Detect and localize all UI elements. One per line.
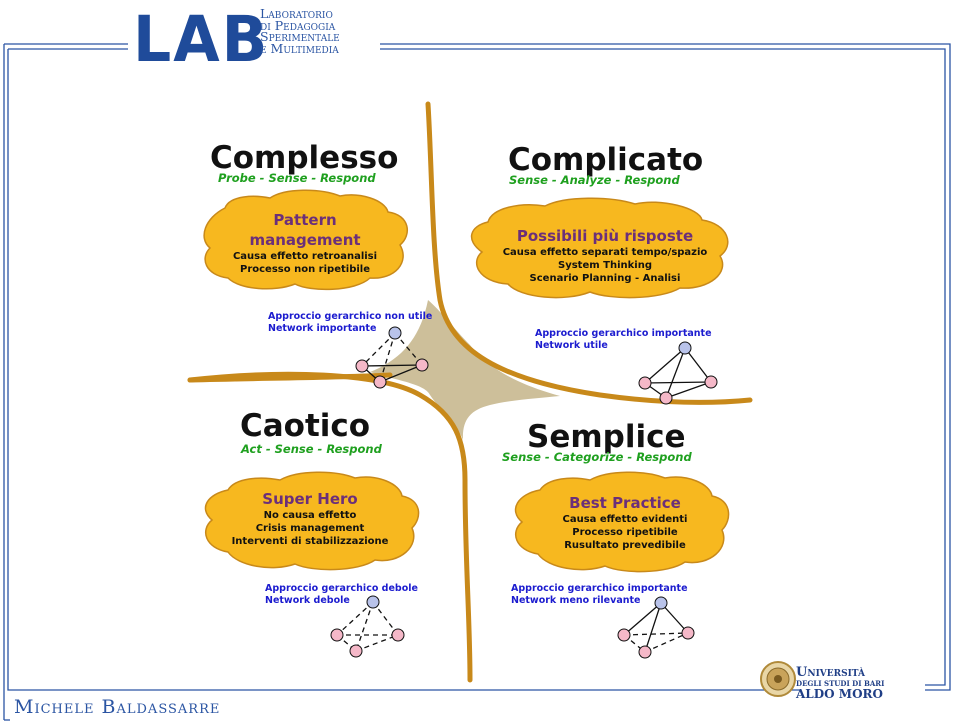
cloud-line: Rusultato prevedibile [564,540,686,551]
cloud-text-semplice: Best Practice Causa effetto evidenti Pro… [525,493,725,552]
network-semplice [617,596,695,659]
cloud-title: Best Practice [569,494,681,512]
approach-caotico: Act - Sense - Respond [241,442,382,456]
lab-subtitle-line: Laboratorio [260,6,333,21]
approach-complesso: Probe - Sense - Respond [218,171,376,185]
network-complicato [638,341,718,405]
network-label-caotico: Approccio gerarchico debole Network debo… [265,583,418,607]
approach-complicato: Sense - Analyze - Respond [509,173,680,187]
network-label-line: Approccio gerarchico importante [511,583,688,594]
cloud-line: Processo ripetibile [572,527,678,538]
network-label-line: Network utile [535,340,608,351]
cloud-line: Crisis management [255,523,365,534]
author-name: Michele Baldassarre [14,696,221,718]
network-label-complicato: Approccio gerarchico importante Network … [535,328,712,352]
network-label-line: Network meno rilevante [511,595,641,606]
cloud-line: Causa effetto retroanalisi [232,251,378,262]
cloud-title: management [249,231,361,249]
network-complesso [355,326,429,389]
cloud-line: Scenario Planning - Analisi [529,273,681,284]
curve-bottom [187,371,473,683]
cloud-line: Causa effetto separati tempo/spazio [502,247,708,258]
cloud-line: No causa effetto [263,510,357,521]
lab-subtitle-line: di Pedagogia [260,17,336,33]
network-label-complesso: Approccio gerarchico non utile Network i… [268,311,432,335]
cloud-complicato [470,197,729,299]
curve-left [187,372,393,383]
title-complicato: Complicato [508,142,704,178]
university-seal-icon [760,661,796,697]
cloud-title: Possibili più risposte [516,227,694,245]
lab-subtitle: Laboratorio di Pedagogia Sperimentale e … [260,8,340,54]
lab-subtitle-line: Sperimentale [260,29,340,44]
lab-subtitle-line: e Multimedia [260,40,339,56]
cloud-semplice [514,471,730,573]
cloud-title: Super Hero [262,490,358,508]
approach-semplice: Sense - Categorize - Respond [502,450,692,464]
cloud-caotico [204,471,420,571]
network-label-line: Network debole [265,595,350,606]
cloud-line: Interventi di stabilizzazione [231,536,389,547]
cloud-text-caotico: Super Hero No causa effetto Crisis manag… [215,489,405,548]
cloud-text-complicato: Possibili più risposte Causa effetto sep… [495,226,715,285]
network-caotico [330,595,405,658]
title-caotico: Caotico [240,408,371,444]
university-line: degli studi di Bari [796,679,885,688]
network-label-line: Approccio gerarchico debole [265,583,418,594]
network-label-line: Network importante [268,323,377,334]
network-label-semplice: Approccio gerarchico importante Network … [511,583,688,607]
center-region [370,300,560,440]
cloud-line: Causa effetto evidenti [562,514,688,525]
network-label-line: Approccio gerarchico importante [535,328,712,339]
cloud-text-complesso: Pattern management Causa effetto retroan… [215,210,395,276]
university-name: Università degli studi di Bari Aldo Moro [796,665,885,701]
cloud-title: Pattern [273,211,337,229]
network-label-line: Approccio gerarchico non utile [268,311,433,322]
lab-logo: LAB [133,3,270,77]
title-complesso: Complesso [210,140,399,176]
title-semplice: Semplice [527,419,686,455]
cloud-line: Processo non ripetibile [240,264,370,275]
university-line: Università [796,665,865,680]
cloud-line: System Thinking [558,260,652,271]
cloud-complesso [203,189,409,291]
university-line: Aldo Moro [796,687,883,701]
